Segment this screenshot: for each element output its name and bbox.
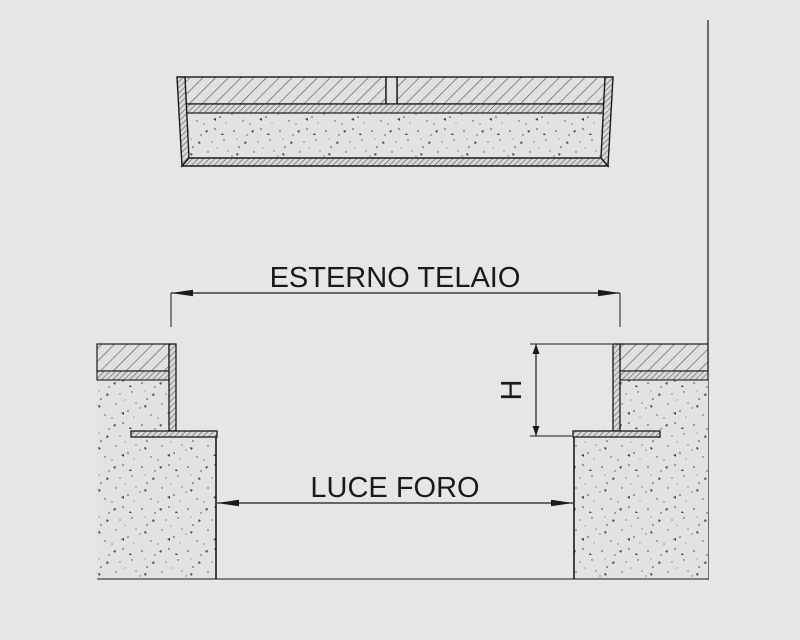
cover-tray-bottom [180, 157, 610, 167]
right-fine-layer [619, 370, 709, 381]
left-fine-layer [96, 370, 170, 381]
left-section [96, 343, 218, 579]
cover-top-left-plate [184, 76, 387, 105]
right-frame-vertical [612, 343, 621, 432]
height-dimension: H [496, 343, 612, 437]
left-frame-vertical [168, 343, 177, 432]
right-paving-hatch [619, 343, 709, 372]
cover-assembly [176, 76, 614, 168]
outer-frame-label: ESTERNO TELAIO [270, 262, 521, 294]
right-concrete-lower [574, 431, 708, 579]
left-concrete-lower [97, 431, 216, 579]
cover-concrete-fill [188, 113, 602, 158]
height-label: H [496, 380, 528, 401]
cover-top-right-plate [396, 76, 606, 105]
opening-dimension: LUCE FORO [217, 472, 573, 507]
left-paving-hatch [96, 343, 170, 372]
right-concrete-upper [620, 380, 708, 431]
opening-label: LUCE FORO [310, 472, 479, 504]
right-frame-flange [572, 430, 661, 438]
right-section [572, 343, 709, 579]
outer-frame-dimension: ESTERNO TELAIO [170, 262, 621, 327]
cover-fine-layer [184, 103, 606, 114]
left-concrete-upper [97, 380, 169, 431]
left-frame-flange [130, 430, 218, 438]
cover-center-joint [385, 76, 398, 105]
